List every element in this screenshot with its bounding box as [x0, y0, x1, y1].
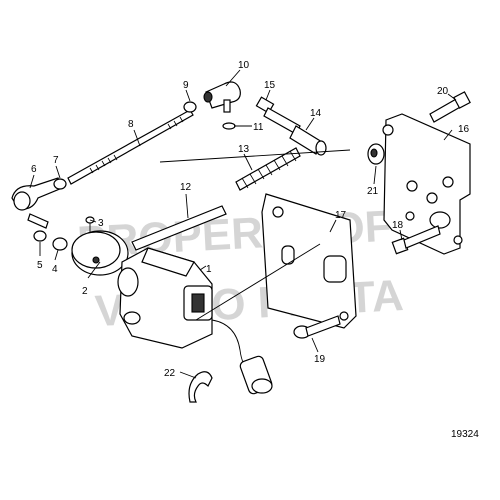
part-2-lever-disc [71, 230, 129, 276]
callout-15: 15 [264, 80, 276, 91]
callout-9: 9 [183, 80, 189, 91]
part-16-bracket [382, 113, 471, 255]
callout-1: 1 [206, 264, 212, 275]
part-20-bolt [429, 91, 471, 123]
part-13-spring [235, 147, 301, 191]
part-12-flat-bar [131, 205, 227, 251]
figure-id: 19324 [451, 429, 479, 440]
part-5-nut [33, 230, 47, 242]
part-6-ball-joint [11, 177, 63, 229]
part-7-nut [53, 178, 67, 190]
callout-13: 13 [238, 144, 250, 155]
part-9-nut [183, 101, 197, 113]
cable-connector [211, 319, 273, 395]
callout-19: 19 [314, 354, 326, 365]
part-1-actuator [117, 247, 213, 349]
leader-lines [29, 69, 457, 379]
part-10-ball-joint [203, 81, 241, 113]
callout-6: 6 [31, 164, 37, 175]
part-4-washer [52, 237, 68, 251]
callout-10: 10 [238, 60, 250, 71]
callout-5: 5 [37, 260, 43, 271]
callout-14: 14 [310, 108, 322, 119]
part-22-clip [188, 371, 213, 403]
callout-21: 21 [367, 186, 379, 197]
callout-16: 16 [458, 124, 470, 135]
callout-7: 7 [53, 155, 59, 166]
callout-3: 3 [98, 218, 104, 229]
callout-4: 4 [52, 264, 58, 275]
part-11-washer [222, 122, 236, 130]
part-19-bolt [293, 315, 341, 339]
part-8-tie-rod [67, 109, 194, 185]
part-21-spacer [367, 143, 385, 165]
callout-17: 17 [335, 210, 347, 221]
callout-11: 11 [253, 122, 264, 133]
callout-22: 22 [164, 368, 176, 379]
callouts: 1 2 3 4 5 6 7 8 9 10 11 12 13 14 15 16 1… [31, 60, 470, 379]
callout-12: 12 [180, 182, 192, 193]
callout-18: 18 [392, 220, 404, 231]
callout-2: 2 [82, 286, 88, 297]
callout-20: 20 [437, 86, 449, 97]
part-18-bolt [391, 225, 441, 255]
callout-8: 8 [128, 119, 134, 130]
